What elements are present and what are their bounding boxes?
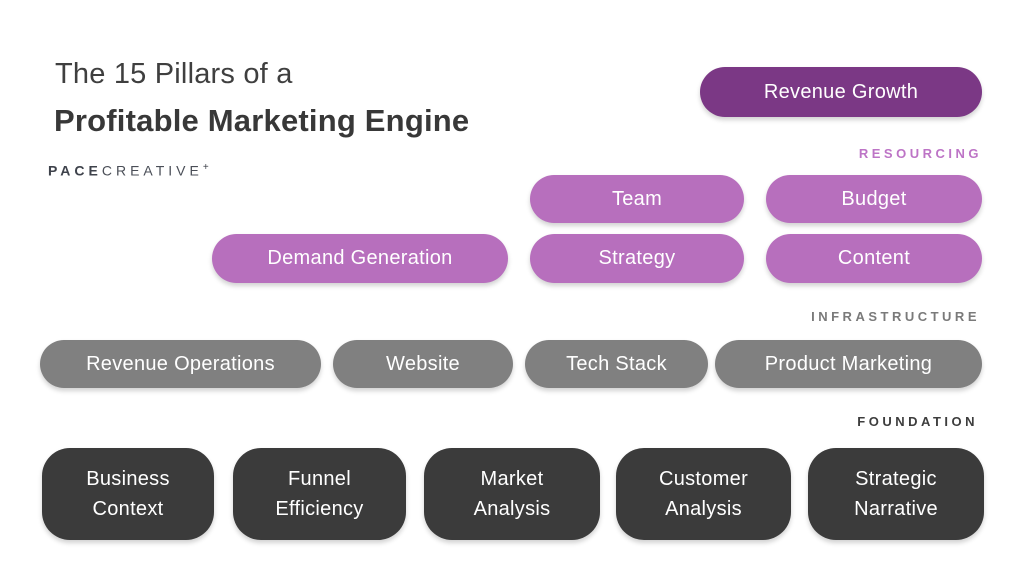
pill-revenue-growth: Revenue Growth <box>700 67 982 117</box>
logo-bold-text: PACE <box>48 162 102 179</box>
section-label-infrastructure: INFRASTRUCTURE <box>811 309 980 324</box>
logo-light-text: CREATIVE <box>101 162 203 179</box>
pill-strategic-narrative: Strategic Narrative <box>808 448 984 540</box>
section-label-resourcing: RESOURCING <box>858 146 982 161</box>
pill-funnel-efficiency: Funnel Efficiency <box>233 448 406 540</box>
pill-content: Content <box>766 234 982 283</box>
pill-strategy: Strategy <box>530 234 744 283</box>
pill-market-analysis: Market Analysis <box>424 448 600 540</box>
pill-budget: Budget <box>766 175 982 223</box>
logo-plus-mark: + <box>202 162 209 173</box>
section-label-foundation: FOUNDATION <box>857 414 978 429</box>
pill-revenue-operations: Revenue Operations <box>40 340 321 388</box>
pill-customer-analysis: Customer Analysis <box>616 448 791 540</box>
pill-website: Website <box>333 340 513 388</box>
pill-team: Team <box>530 175 744 223</box>
pace-creative-logo: PACECREATIVE+ <box>48 162 209 179</box>
page-title-line2: Profitable Marketing Engine <box>54 103 470 138</box>
pill-business-context: Business Context <box>42 448 214 540</box>
pill-tech-stack: Tech Stack <box>525 340 708 388</box>
pill-product-marketing: Product Marketing <box>715 340 982 388</box>
pill-demand-generation: Demand Generation <box>212 234 508 283</box>
page-title-line1: The 15 Pillars of a <box>55 58 293 90</box>
